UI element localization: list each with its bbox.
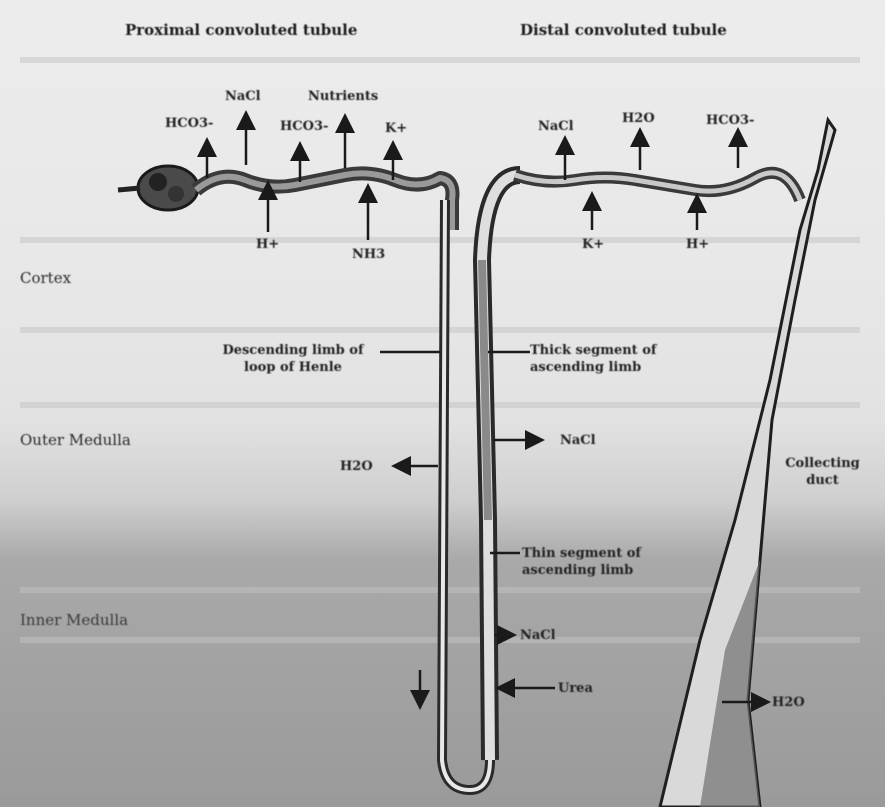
label-nacl-thick: NaCl: [560, 432, 596, 449]
label-nh3: NH3: [352, 246, 385, 263]
label-k-distal: K+: [582, 236, 604, 253]
zone-cortex: Cortex: [20, 270, 71, 287]
label-h-distal: H+: [686, 236, 709, 253]
label-nacl-proximal: NaCl: [225, 88, 261, 105]
glomerulus: [118, 166, 198, 210]
label-urea: Urea: [558, 680, 593, 697]
label-k-proximal: K+: [385, 120, 407, 137]
thin-segment-text: Thin segment of ascending limb: [522, 546, 641, 578]
label-thin-segment: Thin segment of ascending limb: [522, 545, 692, 579]
label-hco3-distal: HCO3-: [706, 112, 754, 129]
label-h2o-distal: H2O: [622, 110, 655, 127]
proximal-title: Proximal convoluted tubule: [125, 22, 357, 39]
label-h-proximal: H+: [256, 236, 279, 253]
label-collecting-duct: Collecting duct: [775, 455, 870, 489]
zone-outer-medulla: Outer Medulla: [20, 432, 131, 449]
zone-inner-medulla: Inner Medulla: [20, 612, 128, 629]
label-hco3-proximal-2: HCO3-: [280, 118, 328, 135]
thick-segment-text: Thick segment of ascending limb: [530, 343, 656, 375]
label-nacl-distal: NaCl: [538, 118, 574, 135]
collecting-duct-text: Collecting duct: [785, 456, 860, 488]
distal-title: Distal convoluted tubule: [520, 22, 727, 39]
label-thick-segment: Thick segment of ascending limb: [530, 342, 710, 376]
label-h2o-collecting: H2O: [772, 694, 805, 711]
label-h2o-descending: H2O: [340, 458, 373, 475]
label-nutrients: Nutrients: [308, 88, 378, 105]
label-nacl-thin: NaCl: [520, 627, 556, 644]
descending-limb-text: Descending limb of loop of Henle: [222, 343, 363, 375]
label-descending-limb: Descending limb of loop of Henle: [218, 342, 368, 376]
label-hco3-proximal: HCO3-: [165, 115, 213, 132]
